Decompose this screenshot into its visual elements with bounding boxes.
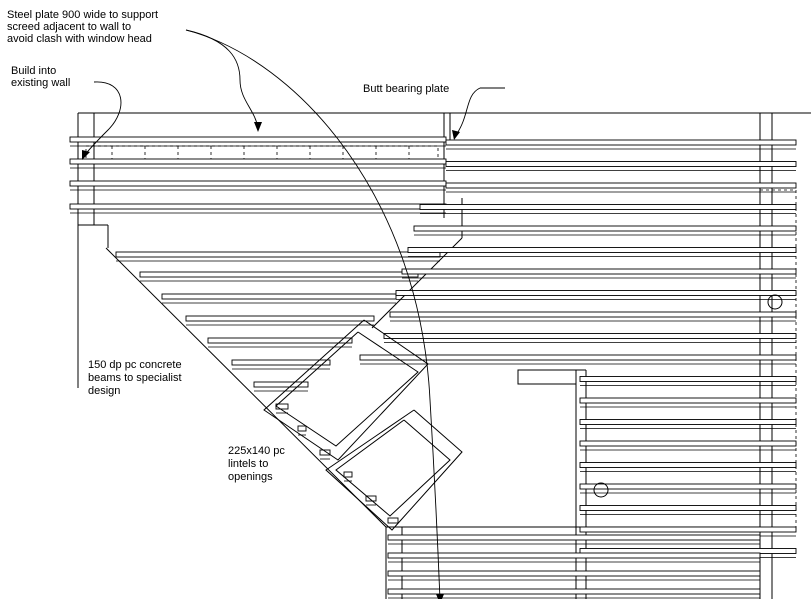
annotation-lintels: 225x140 pc lintels to openings xyxy=(228,445,285,483)
beam-strip xyxy=(207,337,353,344)
beam-strip xyxy=(161,293,397,300)
beam-strip xyxy=(69,136,447,143)
leader-lines xyxy=(82,29,505,599)
beam-strip xyxy=(387,570,761,577)
annotation-steel-plate: Steel plate 900 wide to support screed a… xyxy=(7,9,158,45)
annotation-beams: 150 dp pc concrete beams to specialist d… xyxy=(88,359,182,397)
beam-strip xyxy=(115,251,441,258)
beam-strip xyxy=(579,526,797,533)
beam-strip xyxy=(387,534,761,541)
beam-strip xyxy=(579,505,797,511)
lintels-line-1: 225x140 pc xyxy=(228,445,285,457)
beam-strip xyxy=(343,471,353,478)
build-into-line-1: Build into xyxy=(11,65,56,77)
butt-bearing-label: Butt bearing plate xyxy=(363,83,449,95)
beams-line-2: beams to specialist xyxy=(88,372,182,384)
steel-plate-line-2: screed adjacent to wall to xyxy=(7,21,131,33)
beam-strip xyxy=(139,271,419,278)
beam-strip xyxy=(419,204,797,210)
beam-strip xyxy=(389,311,797,318)
beam-strip xyxy=(69,203,447,210)
annotation-build-into: Build into existing wall xyxy=(11,65,70,89)
lintels xyxy=(263,319,463,531)
beam-strip xyxy=(445,139,797,146)
steel-plate-line-1: Steel plate 900 wide to support xyxy=(7,9,158,21)
beam-strip xyxy=(579,397,797,404)
beam-strip xyxy=(365,495,377,502)
annotation-butt-bearing: Butt bearing plate xyxy=(363,83,449,95)
beam-strip xyxy=(445,161,797,167)
beam-strip xyxy=(445,182,797,189)
beam-strip xyxy=(579,376,797,382)
beam-strip xyxy=(69,158,447,165)
beam-strip xyxy=(231,359,331,366)
beam-strip xyxy=(297,425,307,432)
concrete-beams xyxy=(69,136,797,599)
beam-strip xyxy=(395,290,797,296)
lintels-line-3: openings xyxy=(228,471,273,483)
beam-strip xyxy=(413,225,797,232)
beams-line-1: 150 dp pc concrete xyxy=(88,359,182,371)
beam-strip xyxy=(253,381,309,388)
steel-plate-line-3: avoid clash with window head xyxy=(7,33,152,45)
beam-strip xyxy=(579,462,797,468)
beam-strip xyxy=(407,247,797,253)
steel-plate xyxy=(85,145,439,161)
beam-strip xyxy=(383,333,797,339)
lintels-line-2: lintels to xyxy=(228,458,268,470)
beam-strip xyxy=(69,180,447,187)
beam-strip xyxy=(401,268,797,275)
beam-strip xyxy=(319,449,331,456)
beam-strip xyxy=(359,354,797,361)
beam-strip xyxy=(387,552,761,559)
column-circle xyxy=(767,294,783,310)
build-into-line-2: existing wall xyxy=(11,77,70,89)
beam-strip xyxy=(579,419,797,425)
beams-line-3: design xyxy=(88,385,120,397)
beam-strip xyxy=(579,440,797,447)
beam-strip xyxy=(185,315,375,322)
beam-strip xyxy=(387,517,399,524)
beam-strip xyxy=(579,483,797,490)
beam-strip xyxy=(387,588,761,595)
column-circle xyxy=(593,482,609,498)
